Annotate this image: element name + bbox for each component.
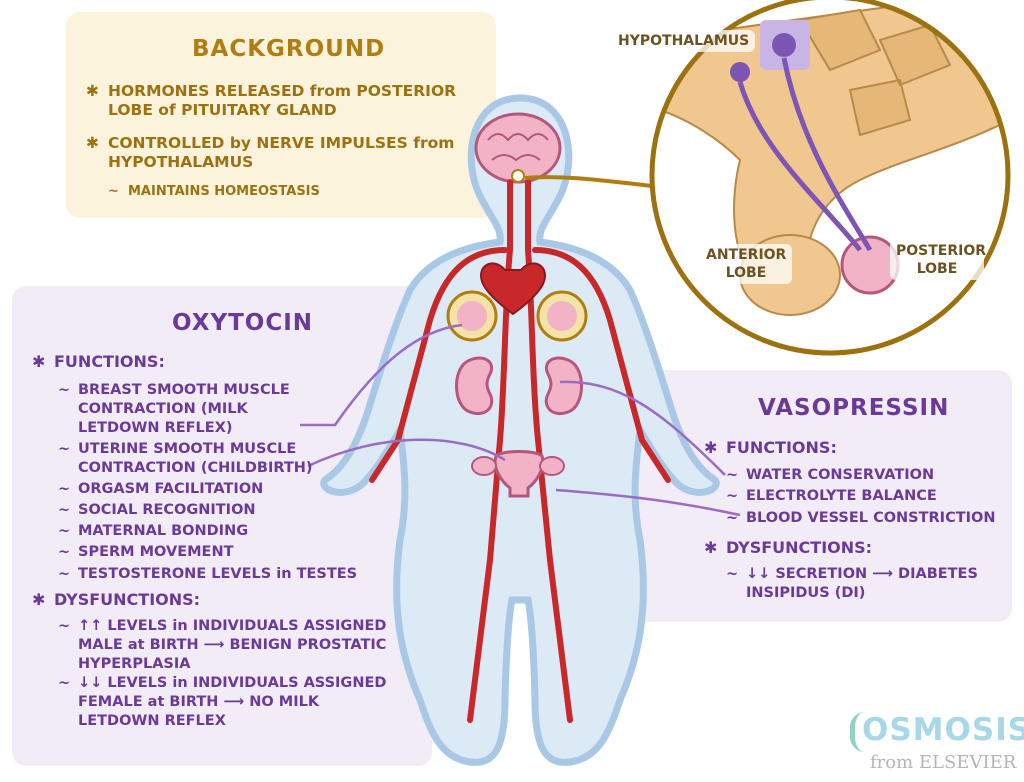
- background-title: BACKGROUND: [192, 36, 386, 62]
- vasopressin-title: VASOPRESSIN: [758, 395, 950, 421]
- brain: [474, 112, 562, 184]
- hypothalamus-label: HYPOTHALAMUS: [612, 30, 756, 52]
- oxytocin-functions-heading: FUNCTIONS:: [54, 352, 165, 371]
- vasopressin-function-2: ELECTROLYTE BALANCE: [746, 488, 937, 504]
- osmosis-logo: OSMOSIS: [862, 712, 1024, 748]
- vasopressin-functions-heading: FUNCTIONS:: [726, 438, 837, 457]
- bullet-star-icon: ✱: [704, 438, 718, 457]
- bullet-star-icon: ✱: [32, 352, 46, 371]
- tilde-icon: ~: [58, 523, 71, 539]
- oxytocin-dysfunction-1: ↑↑ LEVELS in INDIVIDUALS ASSIGNED MALE a…: [78, 618, 387, 672]
- background-bullet-1: HORMONES RELEASED from POSTERIOR LOBE of…: [108, 82, 457, 119]
- vasopressin-function-3: BLOOD VESSEL CONSTRICTION: [746, 510, 996, 526]
- oxytocin-function-5: MATERNAL BONDING: [78, 523, 249, 539]
- elsevier-credit: from ELSEVIER: [870, 752, 1017, 773]
- anterior-lobe-label: ANTERIOR LOBE: [700, 244, 792, 284]
- tilde-icon: ~: [58, 382, 71, 398]
- tilde-icon: ~: [726, 510, 739, 526]
- tilde-icon: ~: [726, 467, 739, 483]
- uterus: [471, 450, 565, 498]
- oxytocin-dysfunctions-heading: DYSFUNCTIONS:: [54, 590, 201, 609]
- leader-lines: [300, 323, 741, 517]
- background-bullet-2: CONTROLLED by NERVE IMPULSES from HYPOTH…: [108, 134, 455, 171]
- bullet-star-icon: ✱: [32, 590, 46, 609]
- body-silhouette: [320, 94, 720, 766]
- pituitary-magnified: [649, 0, 1011, 356]
- vasopressin-dysfunctions-heading: DYSFUNCTIONS:: [726, 538, 873, 557]
- tilde-icon: ~: [108, 184, 119, 199]
- tilde-icon: ~: [726, 488, 739, 504]
- tilde-icon: ~: [726, 566, 739, 582]
- bullet-star-icon: ✱: [86, 134, 99, 152]
- kidneys: [455, 356, 583, 415]
- oxytocin-function-6: SPERM MOVEMENT: [78, 544, 234, 560]
- posterior-lobe-label: POSTERIOR LOBE: [890, 240, 986, 280]
- oxytocin-panel: [12, 286, 432, 766]
- breast-glands: [446, 290, 588, 342]
- oxytocin-function-4: SOCIAL RECOGNITION: [78, 502, 256, 518]
- magnify-connector: [524, 175, 653, 188]
- tilde-icon: ~: [58, 544, 71, 560]
- oxytocin-title: OXYTOCIN: [172, 310, 314, 336]
- tilde-icon: ~: [58, 618, 71, 634]
- background-panel: [66, 12, 496, 218]
- bullet-star-icon: ✱: [704, 538, 718, 557]
- blood-vessels: [369, 179, 671, 723]
- oxytocin-function-3: ORGASM FACILITATION: [78, 481, 264, 497]
- tilde-icon: ~: [58, 566, 71, 582]
- vasopressin-function-1: WATER CONSERVATION: [746, 467, 935, 483]
- oxytocin-function-1: BREAST SMOOTH MUSCLE CONTRACTION (MILK L…: [78, 382, 290, 436]
- tilde-icon: ~: [58, 441, 71, 457]
- background-sub: MAINTAINS HOMEOSTASIS: [128, 184, 320, 199]
- bullet-star-icon: ✱: [86, 82, 99, 100]
- tilde-icon: ~: [58, 481, 71, 497]
- oxytocin-function-2: UTERINE SMOOTH MUSCLE CONTRACTION (CHILD…: [78, 441, 313, 476]
- vasopressin-dysfunction-1: ↓↓ SECRETION ⟶ DIABETES INSIPIDUS (DI): [746, 566, 978, 601]
- oxytocin-function-7: TESTOSTERONE LEVELS in TESTES: [78, 566, 358, 582]
- heart: [480, 262, 546, 316]
- osmosis-logo-icon: [850, 712, 865, 752]
- oxytocin-dysfunction-2: ↓↓ LEVELS in INDIVIDUALS ASSIGNED FEMALE…: [78, 675, 387, 729]
- tilde-icon: ~: [58, 502, 71, 518]
- tilde-icon: ~: [58, 675, 71, 691]
